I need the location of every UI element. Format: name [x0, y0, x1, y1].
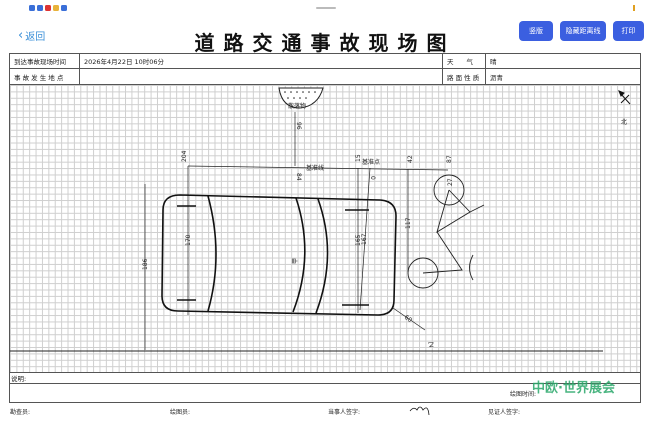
measurement-label: 165 — [355, 234, 362, 246]
debris-dots — [284, 91, 316, 99]
baseline-label: 基准线 — [306, 164, 324, 172]
measurement-label: 117 — [405, 217, 412, 229]
measurement-label: 0 — [369, 176, 376, 180]
north-label: 北 — [621, 118, 627, 126]
road-label: 路 面 性 质 — [443, 69, 486, 84]
measurement-label: 60 — [403, 314, 413, 324]
draw-time-label: 绘图时间: — [510, 391, 537, 398]
party-signature-label[interactable]: 当事人签字: — [328, 409, 361, 416]
window-drag-handle[interactable] — [316, 7, 336, 9]
debris-shape — [278, 87, 324, 109]
print-button[interactable]: 打印 — [613, 21, 644, 41]
status-bar-icons — [29, 5, 67, 11]
lane-label: 乙 — [428, 340, 434, 347]
arrival-row: 到达事故现场时间 2026年4月22日 10时06分 天 气 晴 — [10, 54, 640, 69]
measurement-label: 170 — [185, 234, 192, 246]
measurement-label: 27 — [447, 178, 454, 186]
debris-label: 散落物 — [288, 102, 306, 110]
party-signature — [409, 406, 430, 416]
page-title: 道路交通事故现场图 — [194, 31, 456, 55]
basepoint-label: 基准点 — [362, 158, 380, 166]
bicycle — [407, 174, 485, 289]
measurement-label: 96 — [295, 122, 302, 130]
watermark-logo: 中欧·世界展会 — [532, 381, 615, 396]
north-arrow-icon — [618, 90, 631, 105]
back-label: 返回 — [25, 32, 46, 43]
chevron-left-icon: ‹ — [18, 28, 24, 43]
measurement-label: 87 — [446, 155, 453, 163]
measurement-label: 186 — [142, 258, 149, 270]
measurement-labels: 204 96 84 15 0 42 87 27 170 186 165 167 … — [142, 122, 454, 324]
note-label: 说明: — [10, 373, 640, 384]
measurement-label: 42 — [407, 155, 414, 163]
road-value[interactable]: 沥青 — [490, 73, 503, 82]
weather-value[interactable]: 晴 — [490, 58, 497, 66]
vehicle-label: 甲 — [292, 258, 299, 264]
hide-distance-lines-button[interactable]: 隐藏距离线 — [560, 21, 606, 41]
arrival-label: 到达事故现场时间 — [10, 54, 80, 68]
measurement-label: 167 — [361, 233, 368, 245]
battery-icon — [633, 5, 635, 11]
weather-label: 天 气 — [443, 54, 486, 68]
arrival-value[interactable]: 2026年4月22日 10时06分 — [80, 54, 443, 68]
vehicle-a — [161, 194, 397, 316]
measurement-label: 15 — [355, 154, 362, 162]
location-label: 事 故 发 生 地 点 — [10, 69, 80, 84]
location-value[interactable] — [80, 69, 443, 84]
measurement-label: 84 — [295, 173, 302, 181]
distance-lines — [10, 112, 603, 352]
surveyor-signature-label: 勘查员: — [10, 409, 31, 416]
back-button[interactable]: ‹返回 — [18, 28, 45, 43]
portrait-button[interactable]: 竖版 — [519, 21, 553, 41]
drafter-signature-label: 绘图员: — [170, 409, 191, 416]
measurement-label: 204 — [181, 150, 188, 162]
witness-signature-label[interactable]: 见证人签字: — [488, 409, 521, 416]
location-row: 事 故 发 生 地 点 路 面 性 质 沥青 — [10, 69, 640, 85]
